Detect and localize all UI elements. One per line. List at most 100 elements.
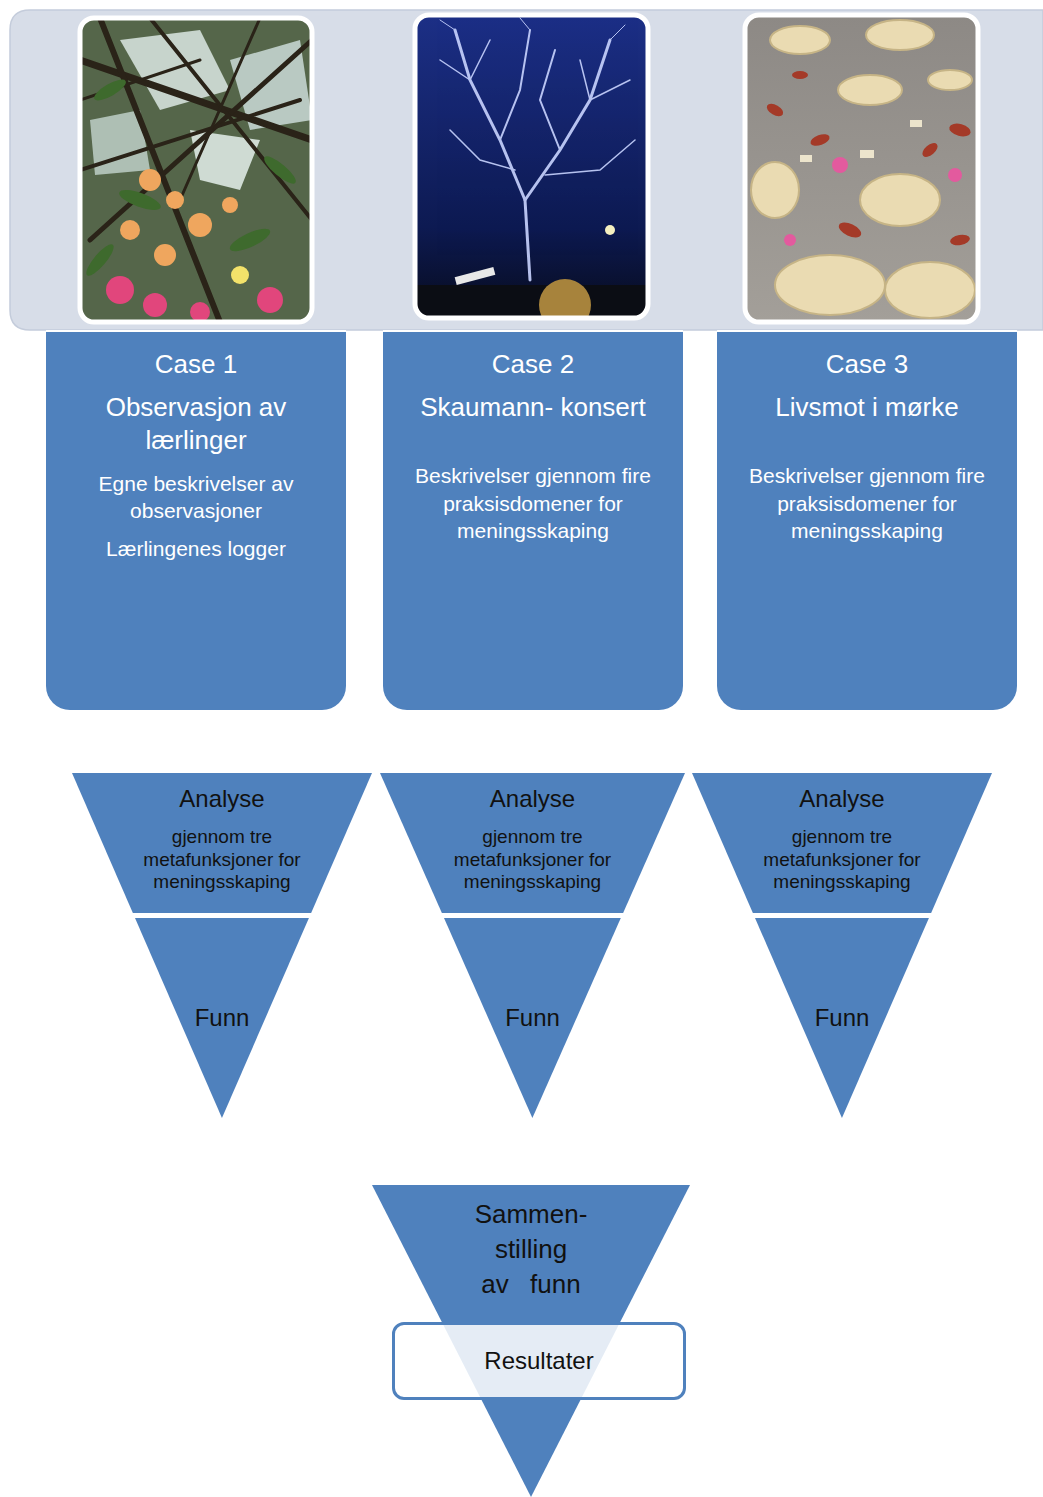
photo-branches-flowers bbox=[80, 18, 312, 322]
flower bbox=[257, 287, 283, 313]
branch bbox=[100, 18, 220, 322]
node-heading: Analyse bbox=[122, 785, 322, 814]
node-heading: Funn bbox=[792, 1004, 892, 1033]
flower bbox=[154, 244, 176, 266]
leaf bbox=[261, 153, 299, 188]
card bbox=[800, 155, 812, 162]
leaf bbox=[91, 76, 128, 104]
flower bbox=[190, 302, 210, 322]
card bbox=[910, 120, 922, 127]
flower bbox=[784, 234, 796, 246]
node-heading: Resultater bbox=[404, 1347, 674, 1376]
leaf bbox=[837, 219, 864, 240]
stage-light bbox=[605, 225, 615, 235]
photo-ground bbox=[745, 15, 978, 322]
result-box: Resultater bbox=[392, 1322, 686, 1400]
flower bbox=[106, 276, 134, 304]
node-heading: Funn bbox=[482, 1004, 582, 1033]
node-body: Beskrivelser gjennom fire praksisdomener… bbox=[402, 462, 664, 544]
branch bbox=[90, 40, 312, 240]
triangle-shape: Funn bbox=[755, 918, 929, 1118]
branch bbox=[180, 18, 260, 200]
flower bbox=[166, 191, 184, 209]
flower bbox=[231, 266, 249, 284]
stone bbox=[775, 255, 885, 315]
leaf bbox=[948, 121, 972, 138]
lit-branch bbox=[440, 18, 625, 40]
triangle-shape: Funn bbox=[444, 918, 621, 1118]
trapezoid-shape: Analyse gjennom tre metafunksjoner for me… bbox=[380, 773, 685, 913]
stone bbox=[885, 262, 975, 318]
photo-frame bbox=[745, 15, 978, 322]
node-body: gjennom tre metafunksjoner for meningssk… bbox=[122, 826, 322, 894]
trapezoid-shape: Analyse gjennom tre metafunksjoner for me… bbox=[72, 773, 372, 913]
leaf bbox=[920, 140, 940, 159]
flower bbox=[188, 213, 212, 237]
leaf bbox=[227, 224, 273, 255]
node-body: gjennom tre metafunksjoner for meningssk… bbox=[433, 826, 633, 894]
photo-frame bbox=[415, 15, 648, 318]
node-heading: Funn bbox=[172, 1004, 272, 1033]
lit-branch bbox=[450, 130, 635, 175]
flower bbox=[139, 169, 161, 191]
photo-frame bbox=[80, 18, 312, 322]
photo-ground bbox=[415, 15, 648, 318]
node-body: Lærlingenes logger bbox=[65, 535, 327, 562]
shape-fill bbox=[135, 918, 309, 1118]
node-body: gjennom tre metafunksjoner for meningssk… bbox=[742, 826, 942, 894]
node-heading: Sammen- stilling av funn bbox=[473, 1197, 589, 1302]
stone bbox=[751, 162, 799, 218]
node-body: Skaumann- konsert bbox=[402, 391, 664, 425]
shape-fill bbox=[755, 918, 929, 1118]
stone bbox=[838, 75, 902, 105]
stone bbox=[866, 20, 934, 50]
lit-branch bbox=[525, 40, 610, 200]
photo-stones bbox=[745, 15, 978, 322]
shape-fill bbox=[372, 1185, 690, 1497]
lit-branch bbox=[540, 50, 560, 150]
stone bbox=[928, 70, 972, 90]
flower bbox=[222, 197, 238, 213]
flower bbox=[143, 293, 167, 317]
leaf bbox=[765, 101, 786, 119]
shape-fill bbox=[72, 773, 372, 913]
stage-floor bbox=[415, 285, 648, 318]
leaf bbox=[792, 71, 808, 79]
node-body: Observasjon av lærlinger bbox=[65, 391, 327, 459]
photo-stage bbox=[415, 15, 648, 318]
case-box: Case 1 Observasjon av lærlingerEgne beskr… bbox=[46, 330, 346, 710]
case-box: Case 2 Skaumann- konsertBeskrivelser gjen… bbox=[383, 330, 683, 710]
trapezoid-shape: Analyse gjennom tre metafunksjoner for me… bbox=[692, 773, 992, 913]
node-heading: Case 3 bbox=[727, 348, 1007, 381]
leaf bbox=[83, 241, 118, 279]
photo-band bbox=[10, 10, 1043, 330]
node-heading: Analyse bbox=[433, 785, 633, 814]
node-body: Livsmot i mørke bbox=[736, 391, 998, 425]
leaf bbox=[117, 186, 163, 214]
photo-ground bbox=[80, 18, 312, 322]
stone bbox=[770, 26, 830, 54]
shape-fill bbox=[692, 773, 992, 913]
leaf bbox=[809, 132, 831, 148]
branch bbox=[150, 18, 312, 220]
lit-branch bbox=[440, 40, 630, 100]
lit-branch bbox=[455, 30, 530, 280]
gong bbox=[539, 279, 591, 318]
lit-branch bbox=[500, 30, 530, 140]
node-body: Egne beskrivelser av observasjoner bbox=[65, 470, 327, 525]
card bbox=[860, 150, 874, 158]
shape-fill bbox=[444, 918, 621, 1118]
flower bbox=[948, 168, 962, 182]
node-heading: Case 2 bbox=[393, 348, 673, 381]
shape-fill bbox=[380, 773, 685, 913]
case-box: Case 3 Livsmot i mørkeBeskrivelser gjenno… bbox=[717, 330, 1017, 710]
leaf bbox=[949, 233, 970, 246]
node-heading: Analyse bbox=[742, 785, 942, 814]
flower bbox=[832, 157, 848, 173]
node-body: Beskrivelser gjennom fire praksisdomener… bbox=[736, 462, 998, 544]
music-stand bbox=[455, 267, 496, 285]
flower bbox=[120, 220, 140, 240]
node-heading: Case 1 bbox=[56, 348, 336, 381]
triangle-shape: Funn bbox=[135, 918, 309, 1118]
